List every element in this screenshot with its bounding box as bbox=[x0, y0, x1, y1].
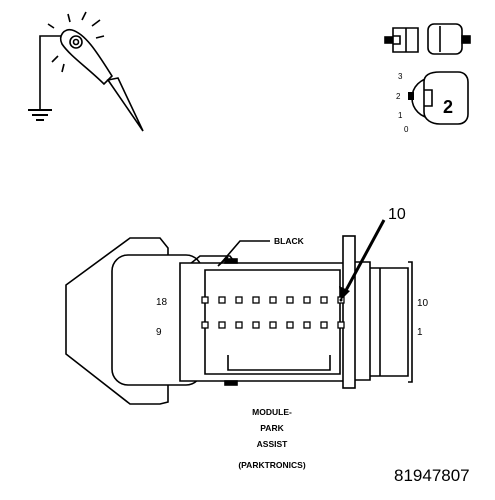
callout-arrowhead bbox=[339, 286, 350, 300]
wire-color-label: BLACK bbox=[274, 236, 305, 246]
ignition-key-label: 2 bbox=[443, 97, 453, 117]
connector-caption: MODULE- PARK ASSIST (PARKTRONICS) bbox=[238, 407, 306, 470]
caption-line-3: ASSIST bbox=[257, 439, 289, 449]
wire-color-leader bbox=[217, 240, 270, 267]
callout-arrow bbox=[342, 219, 386, 295]
test-probe-ground-icon bbox=[28, 11, 144, 132]
pin-label-10: 10 bbox=[417, 298, 429, 309]
ignition-position-3: 3 bbox=[398, 72, 403, 81]
pin-label-18: 18 bbox=[156, 297, 168, 308]
caption-line-1: MODULE- bbox=[252, 407, 292, 417]
connector-plug-icon bbox=[384, 23, 471, 55]
ignition-key-switch-icon: 3 2 1 0 2 bbox=[396, 71, 469, 134]
caption-line-2: PARK bbox=[260, 423, 284, 433]
ignition-position-2: 2 bbox=[396, 92, 401, 101]
caption-line-4: (PARKTRONICS) bbox=[238, 460, 306, 470]
ignition-position-1: 1 bbox=[398, 111, 403, 120]
figure-number: 81947807 bbox=[394, 466, 470, 485]
pin-label-1: 1 bbox=[417, 327, 423, 338]
pin-label-9: 9 bbox=[156, 327, 162, 338]
ignition-position-0: 0 bbox=[404, 125, 409, 134]
connector-face bbox=[65, 235, 413, 405]
callout-label: 10 bbox=[388, 206, 406, 223]
